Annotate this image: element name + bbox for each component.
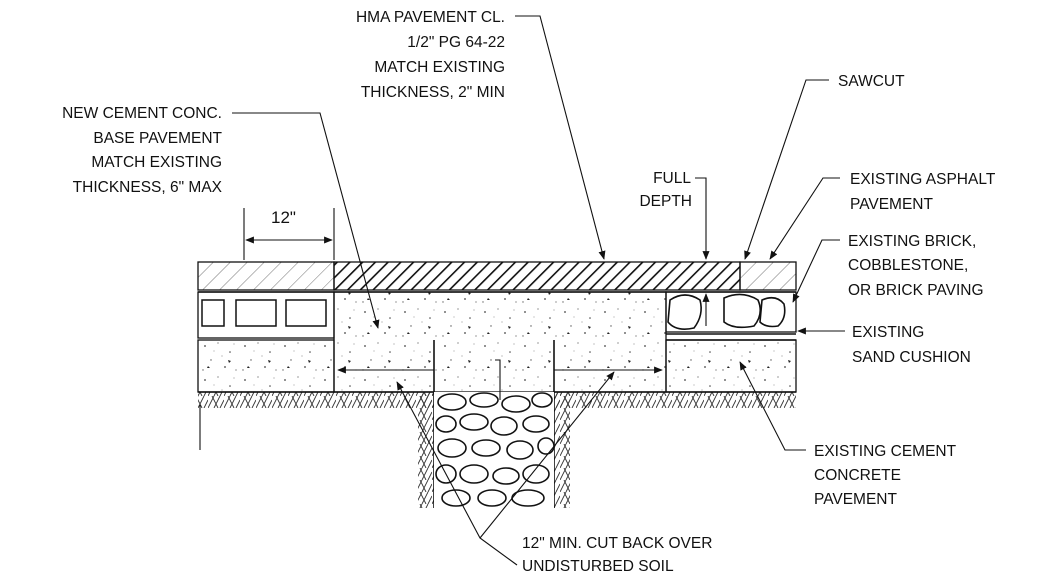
label-full-depth: FULL DEPTH (639, 170, 692, 210)
label-sawcut: SAWCUT (838, 73, 905, 90)
svg-text:MATCH EXISTING: MATCH EXISTING (91, 154, 222, 171)
label-new-cement-concrete: NEW CEMENT CONC. BASE PAVEMENT MATCH EXI… (62, 105, 223, 196)
svg-text:HMA PAVEMENT CL.: HMA PAVEMENT CL. (356, 9, 505, 26)
label-existing-asphalt: EXISTING ASPHALT PAVEMENT (850, 171, 996, 213)
label-existing-brick: EXISTING BRICK, COBBLESTONE, OR BRICK PA… (848, 233, 984, 299)
dimension-12-label: 12" (271, 208, 296, 227)
dimension-12-inch: 12" (243, 208, 335, 260)
leader-lines (232, 15, 845, 566)
label-existing-cement: EXISTING CEMENT CONCRETE PAVEMENT (814, 443, 957, 508)
trench-aggregate (434, 392, 555, 508)
svg-text:EXISTING ASPHALT: EXISTING ASPHALT (850, 171, 996, 188)
full-depth-indicator (695, 177, 710, 326)
svg-text:THICKNESS, 2" MIN: THICKNESS, 2" MIN (361, 84, 505, 101)
svg-text:NEW CEMENT CONC.: NEW CEMENT CONC. (62, 105, 222, 122)
svg-text:THICKNESS, 6" MAX: THICKNESS, 6" MAX (73, 179, 223, 196)
svg-text:COBBLESTONE,: COBBLESTONE, (848, 257, 968, 274)
label-cut-back: 12" MIN. CUT BACK OVER UNDISTURBED SOIL (522, 535, 712, 574)
label-sand-cushion: EXISTING SAND CUSHION (852, 324, 971, 366)
svg-text:SAND CUSHION: SAND CUSHION (852, 349, 971, 366)
svg-text:12" MIN. CUT BACK OVER: 12" MIN. CUT BACK OVER (522, 535, 712, 552)
svg-text:1/2" PG 64-22: 1/2" PG 64-22 (407, 34, 505, 51)
svg-text:PAVEMENT: PAVEMENT (850, 196, 933, 213)
label-hma-pavement: HMA PAVEMENT CL. 1/2" PG 64-22 MATCH EXI… (356, 9, 505, 101)
svg-text:BASE PAVEMENT: BASE PAVEMENT (93, 130, 222, 147)
existing-brick-layer (197, 291, 797, 341)
svg-text:CONCRETE: CONCRETE (814, 467, 901, 484)
svg-text:UNDISTURBED SOIL: UNDISTURBED SOIL (522, 558, 674, 574)
svg-text:EXISTING BRICK,: EXISTING BRICK, (848, 233, 976, 250)
svg-text:EXISTING CEMENT: EXISTING CEMENT (814, 443, 957, 460)
svg-text:OR BRICK PAVING: OR BRICK PAVING (848, 282, 984, 299)
svg-text:EXISTING: EXISTING (852, 324, 924, 341)
svg-text:PAVEMENT: PAVEMENT (814, 491, 897, 508)
svg-text:MATCH EXISTING: MATCH EXISTING (374, 59, 505, 76)
asphalt-surface-layer (197, 261, 797, 293)
svg-text:DEPTH: DEPTH (639, 193, 692, 210)
svg-text:FULL: FULL (653, 170, 691, 187)
